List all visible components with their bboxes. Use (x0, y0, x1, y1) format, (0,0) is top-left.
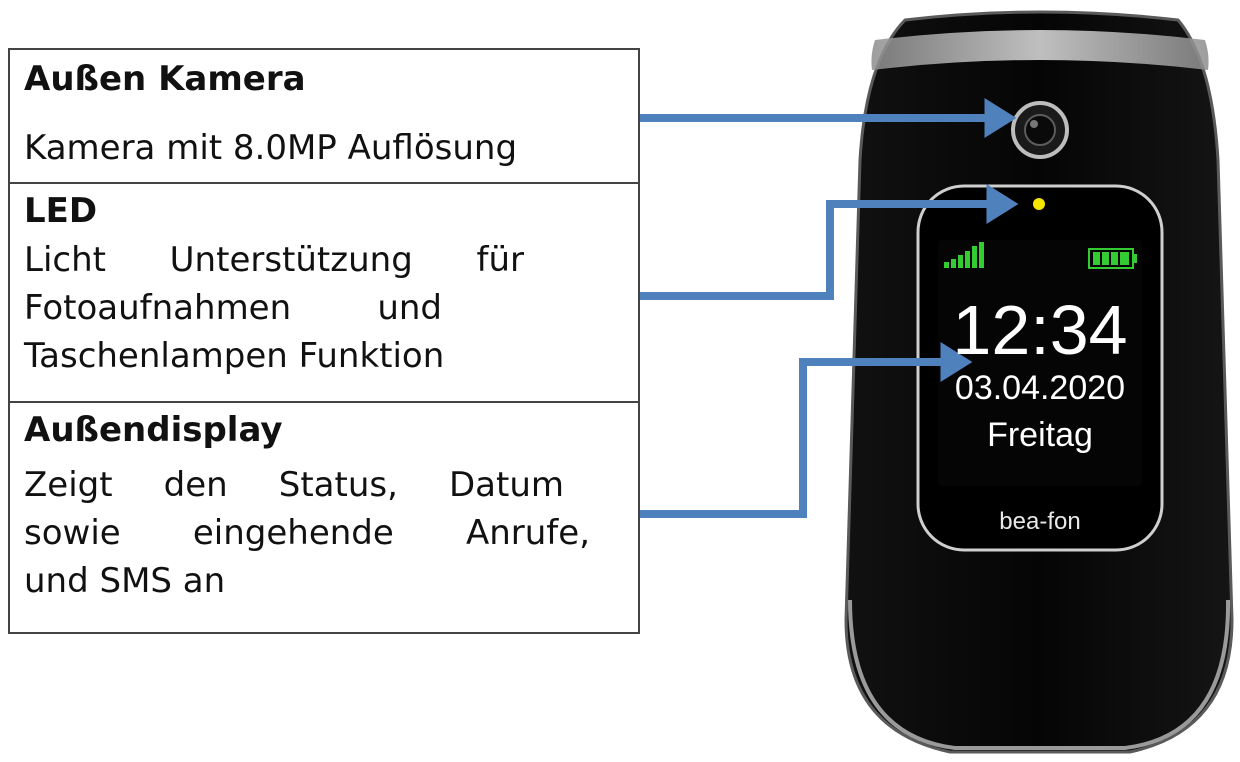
brand-logo: bea-fon (999, 508, 1081, 535)
section-outer-display: Außendisplay Zeigt den Status, Datum sow… (10, 403, 638, 632)
description-line: sowie eingehende Anrufe, (24, 513, 590, 553)
arrow-display (640, 342, 973, 518)
phone-lower-edge (848, 599, 1231, 750)
section-title: Außen Kamera (24, 59, 306, 99)
description-line: und SMS an (24, 561, 226, 601)
outer-display-screen (938, 240, 1142, 486)
signal-strength-icon (944, 242, 984, 268)
display-weekday: Freitag (987, 416, 1093, 454)
section-description: Licht Unterstützung für Fotoaufnahmen un… (24, 236, 624, 380)
phone-rim (871, 30, 1209, 70)
battery-icon (1088, 248, 1137, 269)
description-line: Licht Unterstützung für (24, 240, 524, 280)
section-title: Außendisplay (24, 410, 283, 450)
display-date: 03.04.2020 (954, 369, 1126, 407)
section-title: LED (24, 191, 98, 231)
section-outer-camera: Außen Kamera Kamera mit 8.0MP Auflösung (10, 50, 638, 184)
arrow-led (640, 184, 1019, 300)
description-line: Fotoaufnahmen und (24, 288, 442, 328)
camera-lens-icon (1011, 101, 1069, 159)
description-line: Kamera mit 8.0MP Auflösung (24, 128, 518, 168)
section-description: Zeigt den Status, Datum sowie eingehende… (24, 461, 624, 605)
section-led: LED Licht Unterstützung für Fotoaufnahme… (10, 184, 638, 403)
description-line: Taschenlampen Funktion (24, 336, 445, 376)
callout-box: Außen Kamera Kamera mit 8.0MP Auflösung … (8, 48, 640, 634)
description-line: Zeigt den Status, Datum (24, 465, 564, 505)
led-light-icon (1033, 198, 1045, 210)
section-description: Kamera mit 8.0MP Auflösung (24, 124, 624, 172)
display-time: 12:34 (952, 291, 1128, 369)
